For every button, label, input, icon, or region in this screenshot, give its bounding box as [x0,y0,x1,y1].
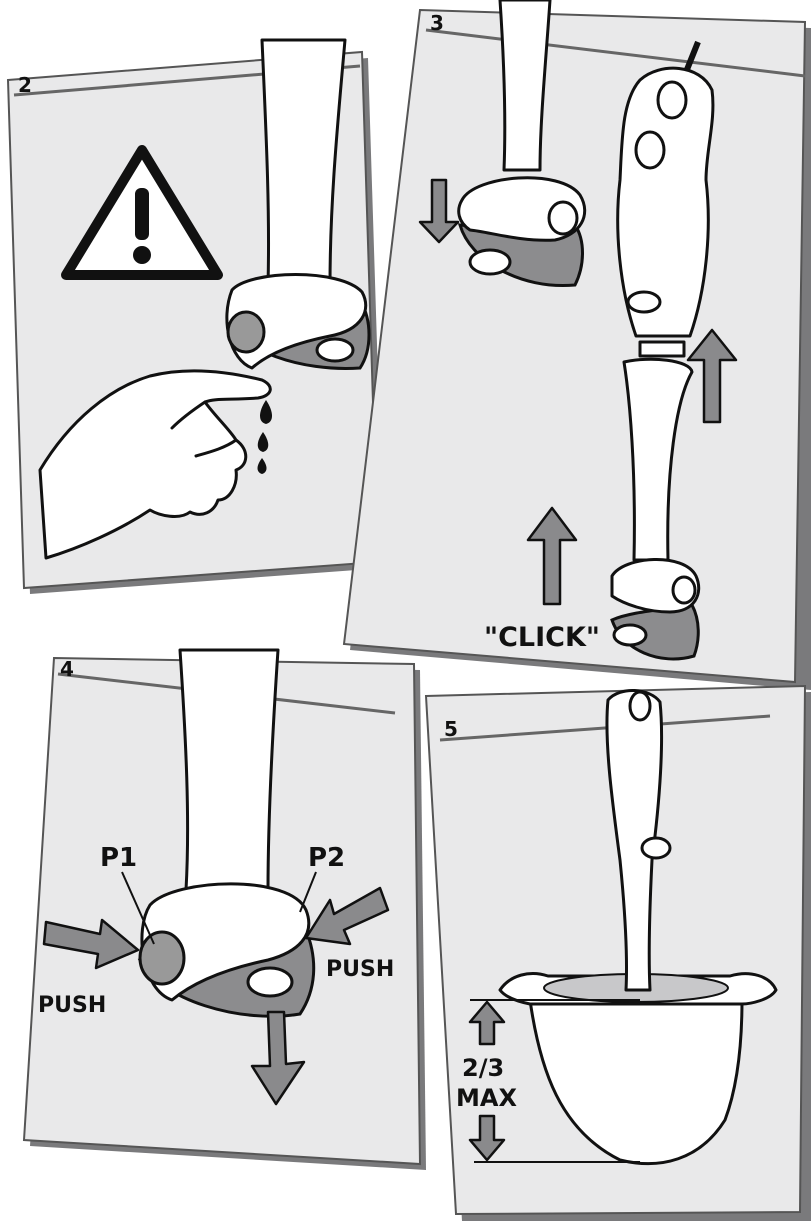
hand [38,369,272,560]
label-p1: P1 [100,843,137,873]
blender-shaft [498,0,552,172]
panel-5: 5 2/3 MAX [424,684,811,1221]
arrow-icon [686,328,738,424]
arrow-icon [468,1114,506,1162]
water-drops-icon [257,400,272,474]
blade-guard [225,273,371,370]
click-callout: "CLICK" [484,622,600,653]
blender-shaft-lower [622,357,694,562]
panel-2: 2 [6,38,384,594]
blade-guard-top [457,176,587,288]
arrow-icon [526,506,578,606]
panel-number: 3 [430,11,444,35]
arrow-icon [468,1000,506,1046]
warning-triangle-icon [61,145,223,280]
arrow-icon [42,918,140,970]
blender-handle [605,688,672,992]
panel-number: 4 [60,657,74,681]
arrow-icon [250,1010,306,1106]
panel-3: 3 "CLICK [342,0,811,690]
blender-shaft [178,648,280,892]
connector [638,340,686,358]
label-push-left: PUSH [38,993,106,1018]
label-push-right: PUSH [326,957,394,982]
arrow-icon [304,886,390,946]
blade-guard [137,882,316,1018]
panel-number: 5 [444,717,458,741]
release-button-p1 [138,930,186,986]
arrow-icon [418,178,460,244]
label-fraction: 2/3 [462,1054,504,1082]
label-p2: P2 [308,843,345,873]
mixing-bowl [498,972,778,1166]
blender-handle [616,40,715,338]
panel-4: 4 P1 P2 PUSH PUSH [22,648,426,1170]
blade-guard-bottom [610,558,701,661]
label-max: MAX [456,1084,517,1112]
panel-number: 2 [18,73,32,97]
